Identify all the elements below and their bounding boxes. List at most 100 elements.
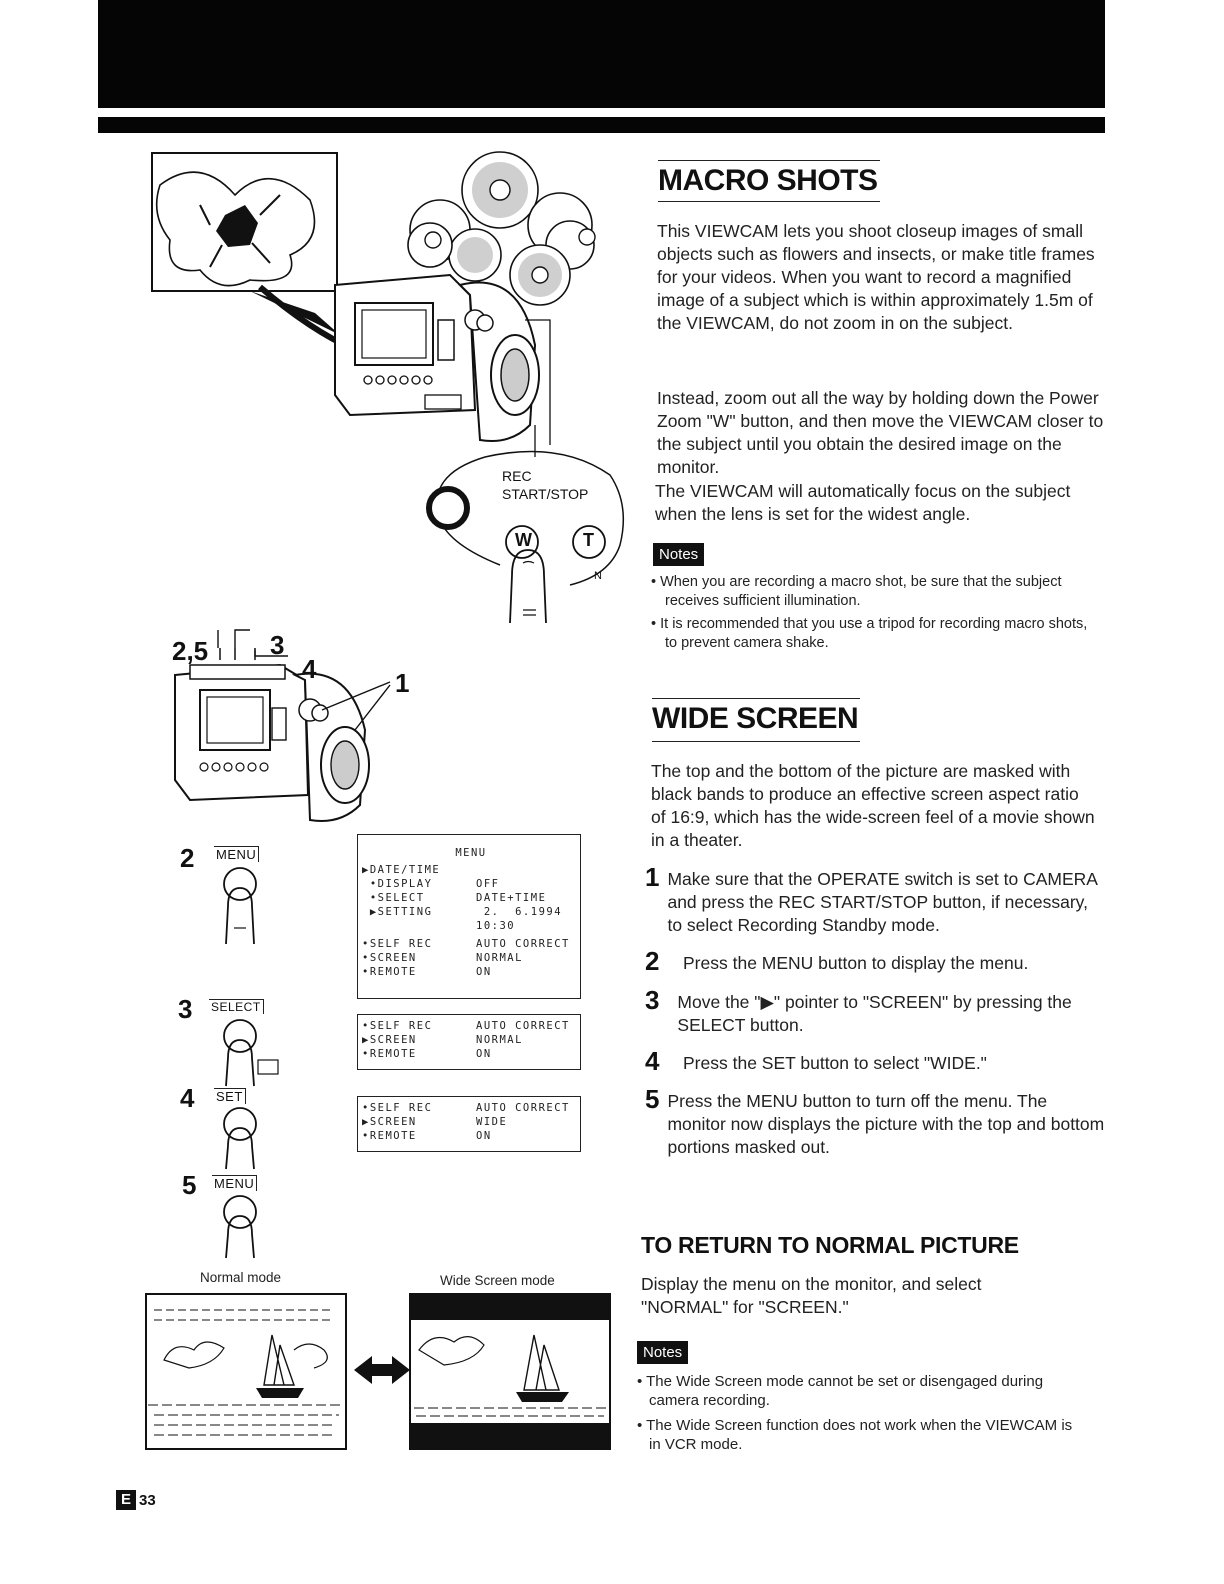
fig-menu-button-label: MENU — [214, 846, 260, 862]
section-rule — [652, 698, 860, 699]
header-black-band — [98, 0, 1105, 108]
menu-row-value: NORMAL — [476, 952, 523, 964]
w-button-label: W — [515, 530, 532, 550]
step-number: 4 — [645, 1046, 660, 1076]
section-rule — [658, 160, 880, 161]
callout-1: 1 — [395, 668, 410, 698]
menu-row-value: 10:30 — [476, 920, 516, 932]
menu-row: ▶DATE/TIME — [362, 863, 580, 877]
return-notes-list: • The Wide Screen mode cannot be set or … — [637, 1372, 1077, 1454]
wide-screen-title: WIDE SCREEN — [652, 702, 859, 735]
menu-row-key: •SELF REC — [362, 1102, 433, 1114]
menu-row-value: NORMAL — [476, 1034, 523, 1046]
wide-screen-intro: The top and the bottom of the picture ar… — [651, 761, 1095, 850]
menu-row: 10:30 — [362, 919, 580, 933]
fig-step-4-num: 4 — [180, 1083, 195, 1113]
step-item: 2 Press the MENU button to display the me… — [645, 946, 1105, 977]
menu-row-key: •SELF REC — [362, 938, 433, 950]
menu-row: ▶SETTING 2. 6.1994 — [362, 905, 580, 919]
menu-row: •REMOTE ON — [362, 1129, 580, 1143]
menu-row-key — [362, 919, 476, 933]
screen-mode-comparison-illustration — [145, 1293, 611, 1450]
rec-label: REC START/STOP — [502, 468, 589, 502]
macro-notes-list: • When you are recording a macro shot, b… — [651, 573, 1091, 653]
menu-row: ▶SCREEN NORMAL — [362, 1033, 580, 1047]
menu-row-key: ▶DATE/TIME — [362, 864, 441, 876]
menu-row-key: •REMOTE — [362, 1130, 417, 1142]
language-badge: E — [116, 1490, 136, 1510]
menu-row-key: ▶SCREEN — [362, 1116, 417, 1128]
callout-2-5: 2,5 — [172, 636, 209, 666]
macro-notes: Notes — [653, 543, 705, 566]
step-text: Press the MENU button to turn off the me… — [667, 1091, 1105, 1157]
menu-row-value: AUTO CORRECT — [476, 1020, 570, 1032]
return-normal-title: TO RETURN TO NORMAL PICTURE — [641, 1232, 1019, 1258]
callout-3: 3 — [270, 630, 285, 660]
menu-row-value: AUTO CORRECT — [476, 1102, 570, 1114]
fig-set-button-label: SET — [214, 1088, 246, 1104]
macro-paragraph-3: The VIEWCAM will automatically focus on … — [655, 481, 1071, 524]
menu-row: •REMOTE ON — [362, 965, 580, 979]
menu-row-key: •SCREEN — [362, 952, 417, 964]
step-number: 3 — [645, 985, 660, 1015]
menu-row-key: ▶SCREEN — [362, 1034, 417, 1046]
menu-row-key: •REMOTE — [362, 1048, 417, 1060]
menu-row: •SELF REC AUTO CORRECT — [362, 1019, 580, 1033]
callout-4: 4 — [302, 654, 317, 684]
menu-row-key: •REMOTE — [362, 966, 417, 978]
menu-row-value: ON — [476, 1130, 492, 1142]
return-normal-text: Display the menu on the monitor, and sel… — [641, 1274, 982, 1317]
notes-badge: Notes — [653, 543, 705, 566]
menu-row-key: •SELF REC — [362, 1020, 433, 1032]
camera-buttons-illustration — [174, 629, 391, 822]
fig-select-button-label: SELECT — [209, 999, 264, 1014]
menu-row-value: OFF — [476, 878, 500, 890]
fig-step-5-num: 5 — [182, 1170, 197, 1200]
step-number: 1 — [645, 862, 660, 892]
finger-press-icon — [223, 1107, 257, 1170]
notes-badge: Notes — [637, 1341, 689, 1364]
note-item: • It is recommended that you use a tripo… — [651, 616, 1088, 651]
note-item: • When you are recording a macro shot, b… — [651, 574, 1062, 609]
finger-press-icon — [223, 1019, 279, 1087]
macro-shot-illustration — [151, 151, 625, 624]
step-text: Make sure that the OPERATE switch is set… — [667, 869, 1098, 935]
menu-row: •SCREEN NORMAL — [362, 951, 580, 965]
macro-shots-title: MACRO SHOTS — [658, 164, 878, 197]
step-number: 5 — [645, 1084, 660, 1114]
step-text: Press the MENU button to display the men… — [683, 953, 1029, 973]
finger-press-icon — [223, 867, 257, 945]
header-rule — [98, 117, 1105, 133]
return-notes: Notes — [637, 1341, 689, 1364]
fig-menu-button-label-2: MENU — [212, 1175, 258, 1191]
macro-paragraph-1: This VIEWCAM lets you shoot closeup imag… — [657, 221, 1095, 333]
n-label: N — [594, 570, 602, 582]
menu-row-value: ON — [476, 966, 492, 978]
menu-row: •REMOTE ON — [362, 1047, 580, 1061]
fig-step-2-num: 2 — [180, 843, 195, 873]
page-number-text: 33 — [139, 1491, 156, 1509]
fig-step-3-num: 3 — [178, 994, 193, 1024]
page-number: E 33 — [116, 1490, 156, 1510]
step-number: 2 — [645, 946, 660, 976]
menu-row-value: ON — [476, 1048, 492, 1060]
section-rule — [658, 201, 880, 202]
section-rule — [652, 741, 860, 742]
wide-mode-caption: Wide Screen mode — [440, 1273, 555, 1288]
menu-row-value: 2. 6.1994 — [476, 906, 563, 918]
menu-row-value: DATE+TIME — [476, 892, 547, 904]
